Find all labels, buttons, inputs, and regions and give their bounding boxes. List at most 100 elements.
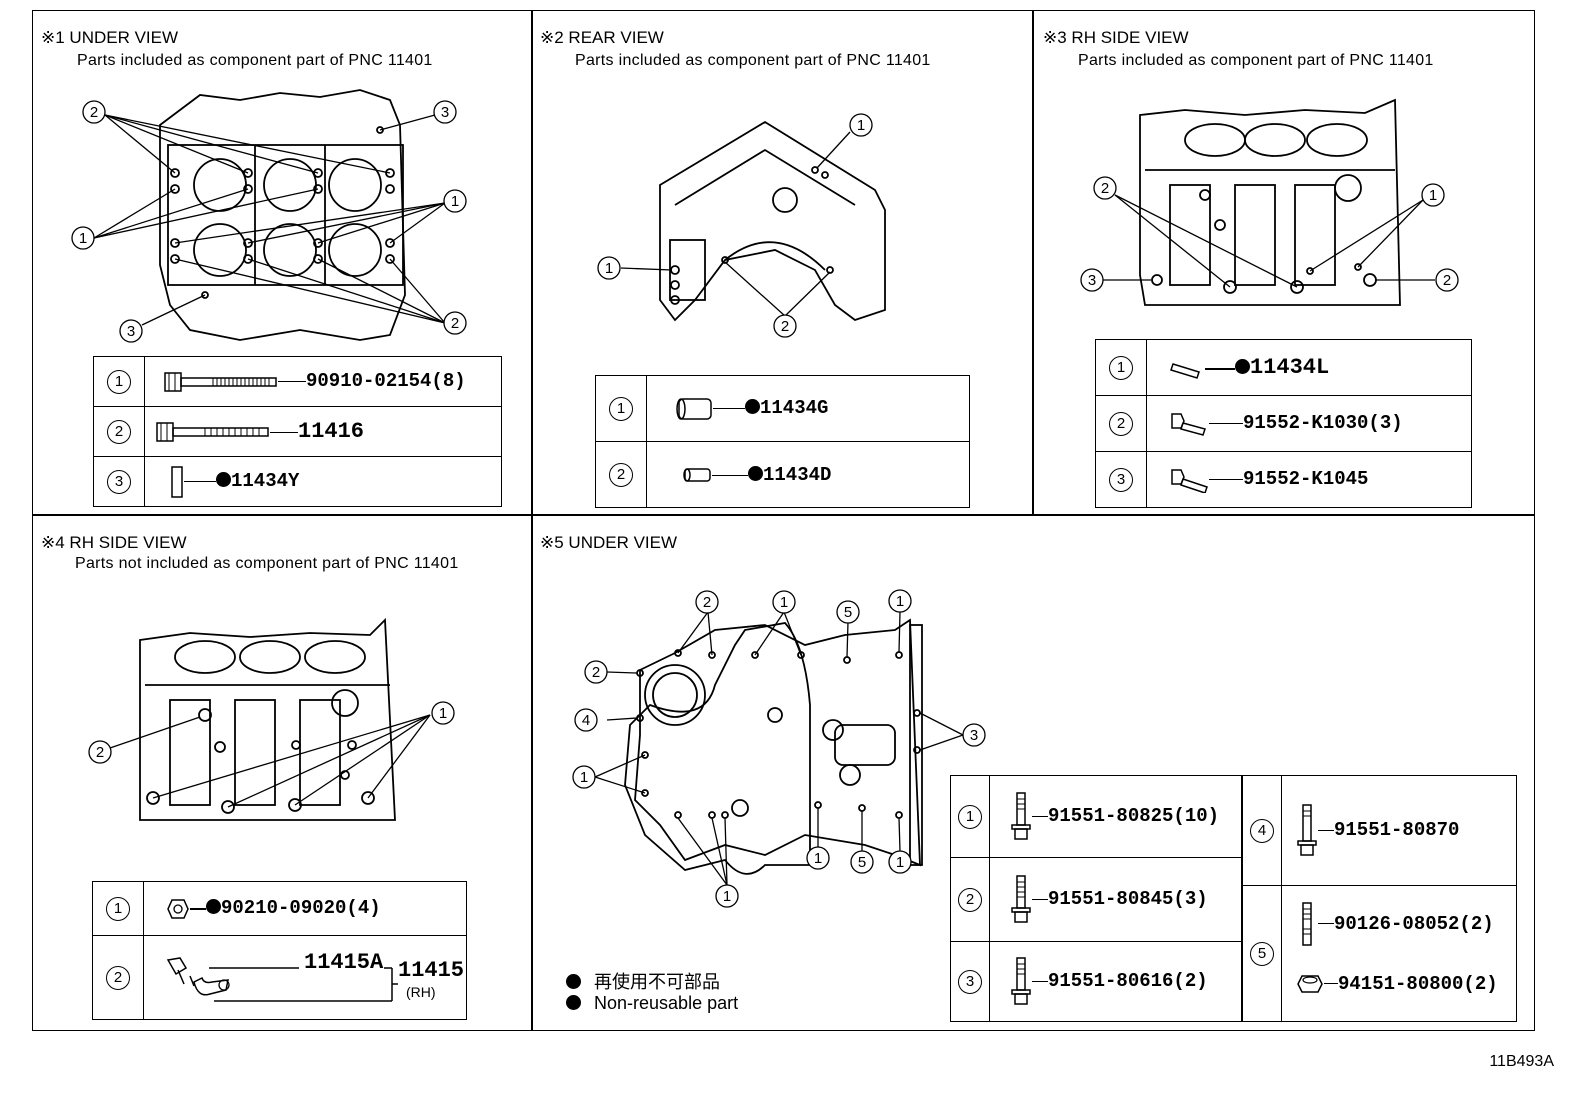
divider-v1 <box>531 10 533 1031</box>
callout-1: 1 <box>896 593 904 610</box>
panel5-parts-table-right: 4 91551-80870 5 90126-08052(2) 94151-808… <box>1242 775 1517 1022</box>
non-reusable-mark <box>206 899 221 915</box>
nut-icon <box>1297 974 1323 993</box>
flange-bolt-icon <box>156 422 269 443</box>
panel1-parts-table: 1 90910-02154(8) 2 11416 3 11434Y <box>93 356 502 507</box>
non-reusable-mark <box>745 398 760 414</box>
leader-lines <box>209 967 398 1002</box>
table-row: 3 11434Y <box>93 456 502 507</box>
part-number: 91551-80616(2) <box>1048 969 1208 992</box>
panel4-subtitle: Parts not included as component part of … <box>75 555 459 572</box>
divider-horizontal <box>32 514 1535 516</box>
table-row: 3 91552-K1045 <box>1095 451 1472 508</box>
row-number: 1 <box>958 804 982 829</box>
part-number: 11434Y <box>231 469 300 492</box>
panel1-subtitle: Parts included as component part of PNC … <box>77 52 433 69</box>
figure-code: 11B493A <box>1489 1053 1554 1070</box>
callout-1: 1 <box>814 850 822 867</box>
table-row: 1 11434L <box>1095 339 1472 396</box>
stud-icon <box>1302 901 1312 946</box>
part-number: 11434G <box>760 396 829 419</box>
panel5-parts-table-left: 1 91551-80825(10) 2 91551-80845(3) 3 915… <box>950 775 1242 1022</box>
table-row: 1 90210-09020(4) <box>92 881 467 936</box>
row-number: 2 <box>106 965 130 990</box>
panel5-oil-pan-illustration: 2 1 5 1 2 4 1 1 1 5 1 3 <box>572 589 986 908</box>
callout-2: 2 <box>90 104 98 121</box>
legend-jp-text: 再使用不可部品 <box>594 972 721 992</box>
part-number: 91551-80870 <box>1334 818 1460 841</box>
table-row: 2 11434D <box>595 441 970 508</box>
part-number-assembly: 11415 <box>398 958 465 983</box>
flange-bolt-icon <box>1171 412 1206 436</box>
non-reusable-mark <box>216 471 231 487</box>
callout-3: 3 <box>1088 272 1096 289</box>
table-row: 1 90910-02154(8) <box>93 356 502 407</box>
plug-icon <box>167 899 189 919</box>
panel4-title: ※4 RH SIDE VIEW <box>41 533 187 552</box>
row-number: 3 <box>1109 467 1133 492</box>
callout-2: 2 <box>96 744 104 761</box>
panel2-parts-table: 1 11434G 2 11434D <box>595 375 970 508</box>
callout-3: 3 <box>441 104 449 121</box>
callout-2: 2 <box>703 594 711 611</box>
part-number-sub: 11415A <box>304 950 384 975</box>
table-row: 5 90126-08052(2) 94151-80800(2) <box>1242 885 1517 1022</box>
part-number: 11434D <box>763 463 832 486</box>
dowel-pin-icon <box>676 397 712 420</box>
row-number: 1 <box>1109 355 1133 380</box>
row-number: 1 <box>107 369 131 394</box>
callout-2: 2 <box>1443 272 1451 289</box>
table-row: 2 11416 <box>93 406 502 457</box>
callout-3: 3 <box>970 727 978 744</box>
part-number: 91552-K1045 <box>1243 467 1369 490</box>
part-number: 90210-09020(4) <box>221 897 381 920</box>
callout-2: 2 <box>451 315 459 332</box>
legend-en-text: Non-reusable part <box>594 993 739 1013</box>
part-number: 91551-80825(10) <box>1048 804 1220 827</box>
row-number: 4 <box>1250 818 1274 843</box>
part-number: 11434L <box>1250 355 1330 380</box>
panel5-title: ※5 UNDER VIEW <box>540 533 678 552</box>
panel3-engine-side-illustration: 2 1 3 2 <box>1080 98 1459 306</box>
panel4-parts-table: 1 90210-09020(4) 2 11415A 11415 (RH) <box>92 881 467 1020</box>
callout-1: 1 <box>439 705 447 722</box>
table-row: 1 91551-80825(10) <box>950 775 1242 858</box>
callout-1: 1 <box>723 888 731 905</box>
callout-2: 2 <box>592 664 600 681</box>
callout-5: 5 <box>858 854 866 871</box>
stud-bolt-icon <box>1297 803 1317 856</box>
callout-1: 1 <box>780 594 788 611</box>
drain-cock-icon <box>166 957 230 996</box>
table-row: 2 91552-K1030(3) <box>1095 395 1472 452</box>
table-row: 2 91551-80845(3) <box>950 857 1242 942</box>
callout-2: 2 <box>1101 180 1109 197</box>
table-row: 3 91551-80616(2) <box>950 941 1242 1022</box>
panel3-title: ※3 RH SIDE VIEW <box>1043 28 1189 47</box>
panel2-title: ※2 REAR VIEW <box>540 28 664 47</box>
callout-2: 2 <box>781 318 789 335</box>
callout-1: 1 <box>79 230 87 247</box>
part-number: 90910-02154(8) <box>306 369 466 392</box>
panel2-engine-rear-illustration: 1 1 2 <box>597 113 886 338</box>
callout-3: 3 <box>127 323 135 340</box>
part-note: (RH) <box>406 984 436 1000</box>
dowel-pin-icon <box>683 468 711 483</box>
callout-4: 4 <box>582 712 590 729</box>
panel2-subtitle: Parts included as component part of PNC … <box>575 52 931 69</box>
panel3-subtitle: Parts included as component part of PNC … <box>1078 52 1434 69</box>
flange-bolt-icon <box>164 371 277 392</box>
panel3-parts-table: 1 11434L 2 91552-K1030(3) 3 91552-K1045 <box>1095 339 1472 508</box>
row-number: 1 <box>609 396 633 421</box>
panel4-engine-side-illustration: 2 1 <box>88 617 455 821</box>
non-reusable-mark <box>1235 359 1250 374</box>
row-number: 2 <box>958 887 982 912</box>
callout-1: 1 <box>1429 187 1437 204</box>
callout-1: 1 <box>451 193 459 210</box>
part-number: 90126-08052(2) <box>1334 912 1494 935</box>
table-row: 2 11415A 11415 (RH) <box>92 935 467 1020</box>
callout-1: 1 <box>580 769 588 786</box>
flange-bolt-icon <box>1171 468 1208 494</box>
non-reusable-mark <box>748 465 763 481</box>
knock-pin-icon <box>171 465 183 498</box>
part-number: 11416 <box>298 418 365 444</box>
